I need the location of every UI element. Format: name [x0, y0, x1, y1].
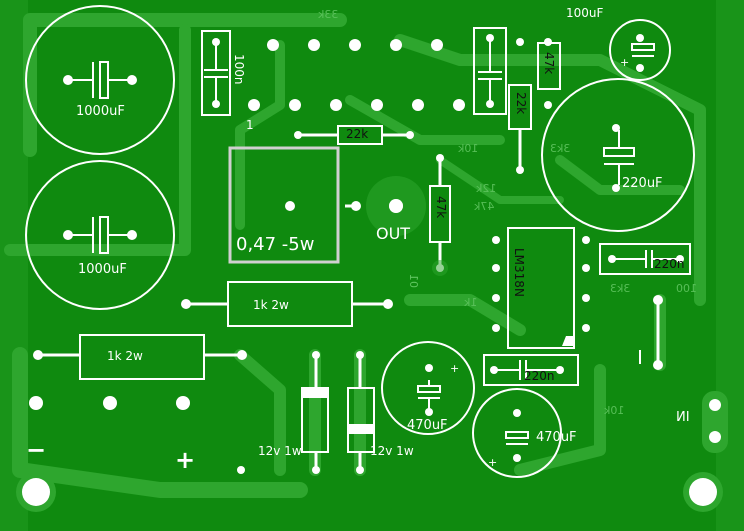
cap-100uf-label: 100uF: [566, 6, 604, 20]
cap-470uf-left-outline: [381, 341, 475, 435]
supply-minus-label: −: [26, 436, 47, 464]
zener-left-band: [302, 388, 328, 398]
cap-470uf-left-label: 470uF: [407, 418, 448, 433]
cap-470uf-right-label: 470uF: [536, 430, 577, 445]
input-label: IN: [676, 410, 690, 425]
cap-1000uf-top-outline: [25, 5, 175, 155]
trace: [555, 155, 685, 195]
trace: [12, 347, 308, 498]
cap-220uf-label: 220uF: [622, 176, 663, 191]
cap-220n-right-outline: [599, 243, 691, 275]
resistor-1k-bottom-body: [79, 334, 205, 380]
ic-lm318-label: LM318N: [512, 248, 526, 297]
mirrored-label: 33k: [318, 8, 339, 21]
ic-pin1-marker: [562, 336, 574, 346]
supply-plus-label: +: [175, 446, 196, 474]
svg-text:+: +: [620, 56, 629, 69]
resistor-1k-top-body: [227, 281, 353, 327]
cap-220n-right-label: 220n: [654, 257, 685, 271]
mirrored-label: 01: [407, 274, 420, 288]
resistor-047-label: 0,47 -5w: [236, 234, 315, 255]
cap-220n-bottom-outline: [483, 354, 579, 386]
cap-100n-label: 100n: [232, 54, 246, 85]
trace: [404, 294, 526, 336]
cap-100uf-outline: [609, 19, 671, 81]
pin1-label: 1: [246, 118, 254, 132]
cap-220n-bottom-label: 220n: [524, 369, 555, 383]
resistor-47k-top-label: 47k: [542, 52, 556, 75]
output-label: OUT: [376, 224, 411, 243]
zener-right-label: 12v 1w: [370, 444, 414, 458]
zener-right-band: [348, 424, 374, 434]
trace: [345, 95, 505, 145]
cap-100n-outline: [201, 30, 231, 116]
cap-470uf-right-outline: [472, 388, 562, 478]
trace: [23, 13, 347, 157]
mirrored-label: 3k3: [610, 282, 631, 295]
zener-left-label: 12v 1w: [258, 444, 302, 458]
trace: [4, 24, 191, 256]
trace: [235, 40, 285, 230]
svg-text:+: +: [450, 362, 459, 375]
mirrored-label: 10k: [604, 404, 625, 417]
cap-220uf-outline: [541, 78, 695, 232]
mirrored-label: 1k: [464, 296, 478, 309]
resistor-22k-v-label: 22k: [514, 92, 528, 115]
mirrored-label: 47k: [474, 200, 495, 213]
cap-1000uf-bottom-label: 1000uF: [78, 262, 127, 277]
mirrored-label: 12k: [476, 182, 497, 195]
cap-small-vertical-outline: [473, 27, 507, 115]
resistor-22k-h-label: 22k: [346, 127, 369, 141]
resistor-1k-top-label: 1k 2w: [253, 298, 289, 312]
resistor-1k-bottom-label: 1k 2w: [107, 349, 143, 363]
cap-1000uf-bottom-outline: [25, 160, 175, 310]
ic-lm318-outline: [507, 227, 575, 349]
trace: [234, 349, 286, 476]
trace: [394, 34, 706, 306]
ground-pour: [0, 0, 28, 531]
mirrored-label: 3k3: [550, 142, 571, 155]
svg-text:+: +: [488, 456, 497, 469]
trace: [436, 156, 564, 204]
resistor-047-outline: [228, 146, 340, 264]
cap-1000uf-top-label: 1000uF: [76, 104, 125, 119]
mirrored-label: 10k: [458, 142, 479, 155]
trace: [514, 294, 666, 476]
mirrored-label: 100: [676, 282, 697, 295]
resistor-47k-mid-label: 47k: [434, 196, 448, 219]
